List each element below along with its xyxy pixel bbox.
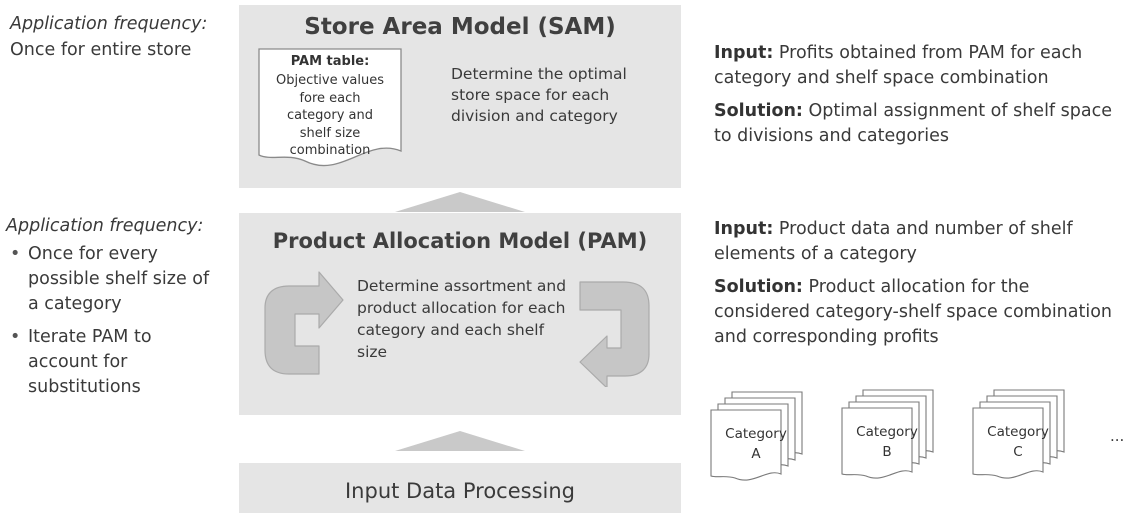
category-b-line2: B [882,444,891,460]
category-b-line1: Category [856,424,918,440]
arrow-up-icon [395,192,525,212]
pam-frequency-item: Once for every possible shelf size of a … [6,242,211,317]
pam-title: Product Allocation Model (PAM) [272,229,648,253]
pam-solution: Solution: Product allocation for the con… [714,275,1119,350]
arrow-up-icon [395,431,525,451]
pam-input-label: Input: [714,219,774,239]
sam-frequency-label: Application frequency: [10,14,208,34]
input-data-title: Input Data Processing [344,479,575,503]
pam-frequency-label: Application frequency: [6,216,204,236]
pam-table-body: Objective values fore each category and … [275,73,385,158]
sam-frequency-value: Once for entire store [10,40,192,60]
pam-description: Determine assortment and product allocat… [357,277,567,361]
cycle-arrows-icon [264,271,650,387]
sam-solution-label: Solution: [714,101,803,121]
pam-solution-label: Solution: [714,277,803,297]
pam-input: Input: Product data and number of shelf … [714,217,1119,267]
sam-info: Input: Profits obtained from PAM for eac… [714,41,1119,157]
pam-table-document-icon [258,48,402,167]
sam-input-label: Input: [714,43,774,63]
pam-frequency-item: Iterate PAM to account for substitutions [6,325,211,400]
sam-description: Determine the optimal store space for ea… [451,65,627,125]
pam-table-heading: PAM table: [290,54,370,69]
category-ellipsis: ... [1110,427,1125,445]
sam-input-text: Profits obtained from PAM for each categ… [714,43,1083,88]
category-c-line2: C [1013,444,1022,460]
sam-title: Store Area Model (SAM) [304,14,616,40]
category-document-stack-a: Category A [710,391,803,481]
sam-input: Input: Profits obtained from PAM for eac… [714,41,1119,91]
input-data-box [239,463,681,513]
category-document-stack-b: Category B [841,389,934,479]
category-a-line1: Category [725,426,787,442]
category-a-line2: A [751,446,761,462]
sam-solution: Solution: Optimal assignment of shelf sp… [714,99,1119,149]
pam-info: Input: Product data and number of shelf … [714,217,1119,358]
pam-frequency-list: Once for every possible shelf size of a … [6,242,211,408]
category-document-stack-c: Category C [972,389,1065,479]
sam-solution-text: Optimal assignment of shelf space to div… [714,101,1112,146]
category-c-line1: Category [987,424,1049,440]
pam-solution-text: Product allocation for the considered ca… [714,277,1113,347]
pam-input-text: Product data and number of shelf element… [714,219,1073,264]
